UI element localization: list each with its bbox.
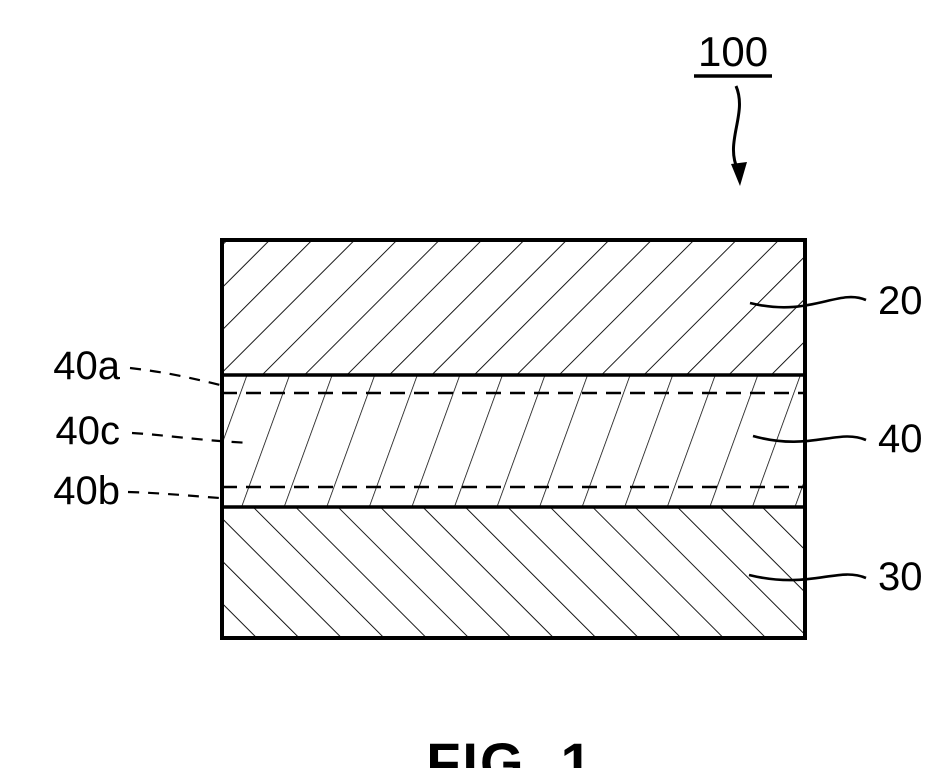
right-labels: 20 40 30 bbox=[748, 279, 923, 599]
layer-stack bbox=[220, 238, 807, 640]
leader-line-40b bbox=[127, 490, 221, 500]
leader-line-30 bbox=[748, 573, 867, 582]
figure-caption: FIG. 1 bbox=[426, 731, 594, 768]
reference-100-group: 100 bbox=[694, 28, 772, 186]
layer-bottom-label: 30 bbox=[878, 555, 923, 599]
layer-middle-label: 40 bbox=[878, 417, 923, 461]
leader-line-40a bbox=[129, 366, 221, 387]
reference-100-arrow-shaft bbox=[732, 85, 741, 171]
sublayer-b-label: 40b bbox=[53, 469, 120, 513]
layer-top-hatch bbox=[222, 240, 805, 375]
layer-middle-hatch bbox=[222, 375, 805, 507]
reference-100-arrowhead bbox=[731, 162, 747, 186]
sublayer-c-label: 40c bbox=[56, 409, 121, 453]
sublayer-a-label: 40a bbox=[53, 344, 120, 388]
leader-line-20 bbox=[749, 295, 867, 309]
layer-bottom-hatch bbox=[222, 507, 805, 638]
layer-top-label: 20 bbox=[878, 279, 923, 323]
leader-line-40c bbox=[131, 431, 251, 445]
stack-outline bbox=[220, 238, 807, 640]
reference-100-label: 100 bbox=[698, 28, 768, 75]
left-labels: 40a 40c 40b bbox=[53, 344, 251, 513]
leader-line-40 bbox=[752, 434, 867, 443]
